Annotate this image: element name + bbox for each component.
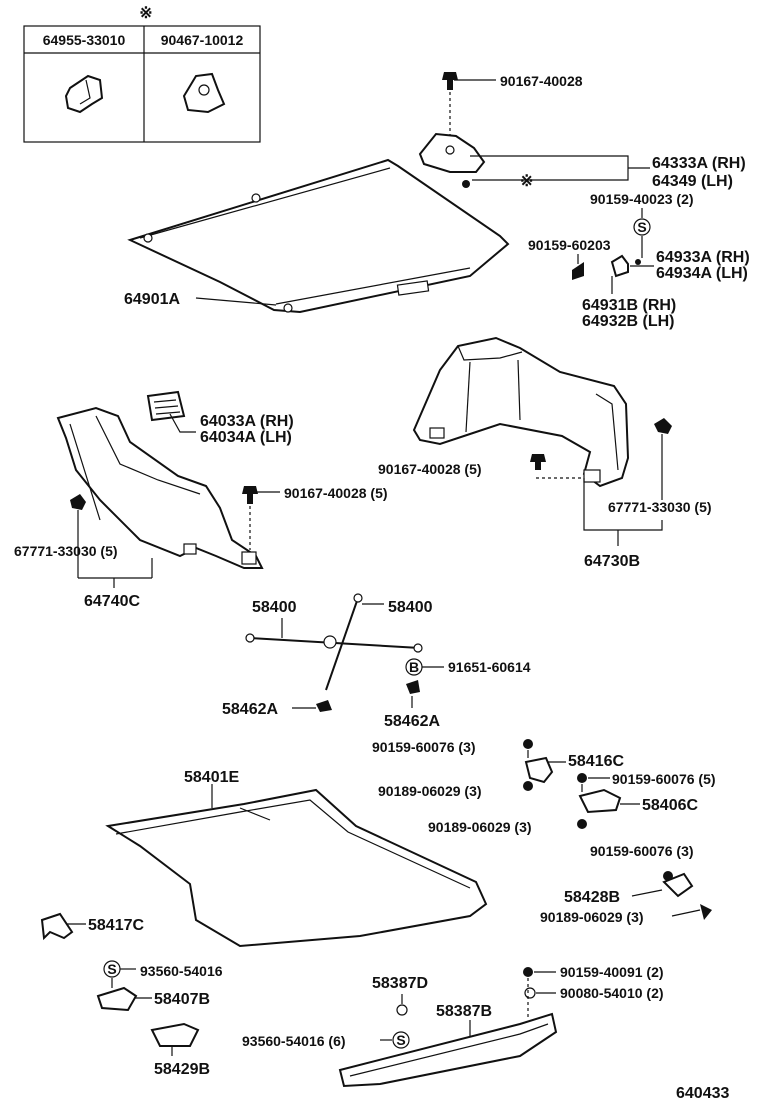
label-90159-60076-3b: 90159-60076 (3) bbox=[590, 843, 694, 859]
clip-67771-right bbox=[654, 418, 672, 434]
label-58407B: 58407B bbox=[154, 991, 210, 1008]
label-64349: 64349 (LH) bbox=[652, 173, 733, 190]
label-58428B: 58428B bbox=[564, 889, 620, 906]
bolt-left bbox=[242, 486, 258, 504]
label-64730B: 64730B bbox=[584, 553, 640, 570]
label-58416C: 58416C bbox=[568, 753, 624, 770]
label-64932B: 64932B (LH) bbox=[582, 313, 674, 330]
label-90159-60076-5: 90159-60076 (5) bbox=[612, 771, 716, 787]
b-washer: B bbox=[405, 658, 423, 676]
left-side-trim bbox=[56, 406, 264, 569]
label-90167-40028-5-right: 90167-40028 (5) bbox=[378, 461, 482, 477]
label-64333A: 64333A (RH) bbox=[652, 155, 746, 172]
clip-67771-left bbox=[70, 494, 86, 510]
table-header-2: 90467-10012 bbox=[161, 32, 244, 48]
hook-58406C bbox=[578, 788, 622, 814]
label-93560-54016-6: 93560-54016 (6) bbox=[242, 1033, 346, 1049]
clip-64933A bbox=[610, 254, 641, 278]
label-90189-06029-3a: 90189-06029 (3) bbox=[378, 783, 482, 799]
clip-table: ※ 64955-33010 90467-10012 bbox=[23, 5, 261, 143]
label-93560-54016: 93560-54016 bbox=[140, 963, 223, 979]
label-64931B: 64931B (RH) bbox=[582, 297, 676, 314]
tonneau-cover bbox=[127, 158, 510, 314]
label-58401E: 58401E bbox=[184, 769, 239, 786]
hook-58428B bbox=[662, 872, 694, 898]
label-58400-b: 58400 bbox=[388, 599, 433, 616]
label-64740C: 64740C bbox=[84, 593, 140, 610]
label-67771-left: 67771-33030 (5) bbox=[14, 543, 118, 559]
scuff-plate bbox=[338, 1012, 558, 1088]
svg-text:S: S bbox=[637, 219, 646, 235]
cover-64033A bbox=[146, 390, 186, 422]
label-90189-06029-3b: 90189-06029 (3) bbox=[428, 819, 532, 835]
hook-58462A-b bbox=[406, 680, 420, 694]
svg-text:S: S bbox=[107, 961, 116, 977]
label-58429B: 58429B bbox=[154, 1061, 210, 1078]
net-bar-58400 bbox=[245, 593, 423, 691]
label-67771-right: 67771-33030 (5) bbox=[608, 499, 712, 515]
hook-58407B bbox=[96, 986, 138, 1012]
label-64901A: 64901A bbox=[124, 291, 180, 308]
label-58417C: 58417C bbox=[88, 917, 144, 934]
label-90159-40091: 90159-40091 (2) bbox=[560, 964, 664, 980]
floor-mat bbox=[105, 788, 488, 948]
label-58400-a: 58400 bbox=[252, 599, 297, 616]
svg-text:S: S bbox=[396, 1032, 405, 1048]
label-58387B: 58387B bbox=[436, 1003, 492, 1020]
hook-58417C bbox=[40, 912, 74, 941]
label-64034A: 64034A (LH) bbox=[200, 429, 292, 446]
hook-58416C bbox=[524, 756, 554, 784]
label-90167-40028-5-left: 90167-40028 (5) bbox=[284, 485, 388, 501]
label-58462A-b: 58462A bbox=[384, 713, 440, 730]
bracket-64333A bbox=[418, 132, 486, 173]
s-washer-3: S bbox=[392, 1031, 410, 1049]
label-64934A: 64934A (LH) bbox=[656, 265, 748, 282]
label-58387D: 58387D bbox=[372, 975, 428, 992]
clip-64955-icon bbox=[64, 74, 104, 114]
bracket-asterisk: ※ bbox=[520, 173, 533, 190]
svg-text:B: B bbox=[409, 659, 419, 675]
label-64933A: 64933A (RH) bbox=[656, 249, 750, 266]
label-90189-06029-3c: 90189-06029 (3) bbox=[540, 909, 644, 925]
right-side-trim bbox=[412, 336, 630, 488]
label-64033A: 64033A (RH) bbox=[200, 413, 294, 430]
label-90159-40023: 90159-40023 (2) bbox=[590, 191, 694, 207]
screw-90159-60203 bbox=[572, 262, 584, 280]
label-90159-60203: 90159-60203 bbox=[528, 237, 611, 253]
label-90159-60076-3a: 90159-60076 (3) bbox=[372, 739, 476, 755]
label-58462A-a: 58462A bbox=[222, 701, 278, 718]
table-asterisk: ※ bbox=[139, 5, 152, 22]
clip-90467-icon bbox=[182, 72, 226, 114]
label-91651: 91651-60614 bbox=[448, 659, 531, 675]
hook-58462A-a bbox=[316, 700, 332, 712]
bolt-top bbox=[442, 72, 458, 90]
s-washer-2: S bbox=[103, 960, 121, 978]
bolt-right bbox=[530, 454, 546, 470]
table-header-1: 64955-33010 bbox=[43, 32, 126, 48]
diagram-id: 640433 bbox=[676, 1085, 729, 1102]
label-90167-40028-top: 90167-40028 bbox=[500, 73, 583, 89]
hook-58429B bbox=[150, 1022, 200, 1047]
s-washer-1: S bbox=[633, 218, 651, 236]
label-90080-54010: 90080-54010 (2) bbox=[560, 985, 664, 1001]
label-58406C: 58406C bbox=[642, 797, 698, 814]
table-border bbox=[23, 25, 261, 143]
